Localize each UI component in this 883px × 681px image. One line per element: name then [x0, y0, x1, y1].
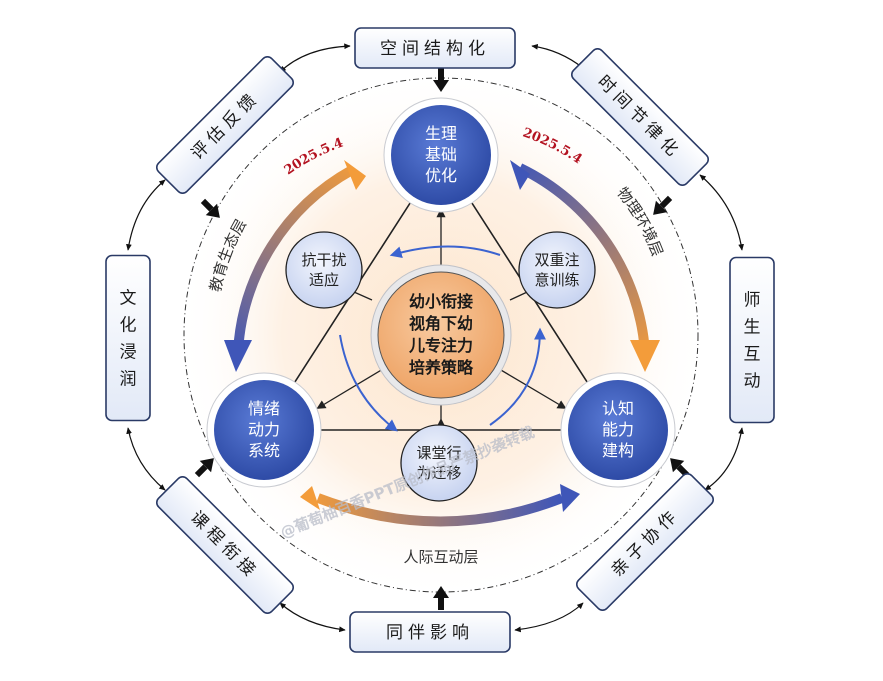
mid-node-upper-left-label: 抗干扰适应: [301, 251, 346, 289]
outer-connectors: [126, 43, 744, 633]
outer-box-char: 润: [120, 370, 137, 390]
outer-box-label: 同伴影响: [386, 623, 474, 643]
label-line: 情绪: [248, 399, 280, 418]
outer-connector-arrow: [279, 602, 346, 633]
inward-arrow: [433, 68, 449, 92]
outer-box-right: 师生互动: [729, 256, 775, 424]
layer-label-bottom: 人际互动层: [403, 548, 478, 566]
outer-box-label: 空间结构化: [380, 39, 490, 59]
label-line: 儿专注力: [408, 336, 473, 355]
outer-box-char: 化: [120, 316, 137, 336]
main-node-top-label: 生理基础优化: [425, 124, 457, 185]
outer-box-char: 互: [744, 345, 761, 365]
main-node-top: 生理基础优化: [383, 97, 499, 213]
inward-arrow: [200, 198, 220, 218]
outer-box-top: 空间结构化: [354, 27, 516, 69]
outer-connector-arrow: [699, 174, 744, 251]
label-line: 适应: [309, 271, 339, 289]
label-line: 幼小衔接: [409, 292, 473, 311]
outer-box-char: 浸: [120, 343, 137, 363]
label-line: 双重注: [534, 251, 579, 269]
outer-connector-arrow: [279, 43, 351, 73]
inner-cycle-arrows: [339, 245, 546, 432]
outer-connector-arrow: [126, 179, 166, 251]
label-line: 建构: [602, 441, 634, 460]
label-line: 视角下幼: [409, 314, 473, 333]
label-line: 能力: [602, 420, 634, 439]
main-node-right: 认知能力建构: [560, 372, 676, 488]
outer-box-bottom: 同伴影响: [349, 611, 511, 653]
outer-connector-arrow: [704, 427, 744, 491]
outer-box-label: 师生互动: [744, 291, 761, 392]
main-node-left: 情绪动力系统: [206, 372, 322, 488]
mid-node-upper-right: 双重注意训练: [518, 231, 596, 309]
outer-connector-arrow: [514, 602, 584, 633]
label-line: 为迁移: [416, 464, 461, 482]
layer-arcs: [224, 160, 660, 527]
outer-box-label: 文化浸润: [120, 289, 137, 390]
inward-arrows: [194, 68, 690, 610]
mid-node-bottom: 课堂行为迁移: [400, 424, 478, 502]
label-line: 动力: [248, 420, 280, 439]
label-line: 认知: [602, 399, 634, 418]
label-line: 优化: [425, 166, 457, 185]
label-line: 意训练: [534, 271, 579, 289]
label-line: 基础: [425, 145, 457, 164]
outer-connector-arrow: [126, 427, 166, 491]
label-line: 培养策略: [409, 358, 474, 377]
main-node-right-label: 认知能力建构: [602, 399, 634, 460]
mid-node-upper-left: 抗干扰适应: [285, 231, 363, 309]
center-node-label: 幼小衔接视角下幼儿专注力培养策略: [408, 292, 474, 377]
mid-node-bottom-label: 课堂行为迁移: [416, 444, 461, 482]
label-line: 系统: [248, 441, 280, 460]
inward-arrow: [653, 195, 673, 215]
outer-box-left: 文化浸润: [105, 254, 151, 422]
mid-node-upper-right-label: 双重注意训练: [534, 251, 579, 289]
outer-box-char: 文: [120, 289, 137, 309]
outer-connector-arrow: [531, 43, 584, 69]
outer-box-char: 生: [744, 318, 761, 338]
label-line: 课堂行: [416, 444, 461, 462]
label-line: 抗干扰: [301, 251, 346, 269]
main-node-left-label: 情绪动力系统: [248, 399, 280, 460]
center-node: 幼小衔接视角下幼儿专注力培养策略: [370, 264, 512, 406]
inward-arrow: [433, 586, 449, 610]
inward-arrow: [194, 458, 214, 478]
outer-box-char: 动: [744, 372, 761, 392]
outer-box-char: 师: [744, 291, 761, 311]
label-line: 生理: [425, 124, 457, 143]
